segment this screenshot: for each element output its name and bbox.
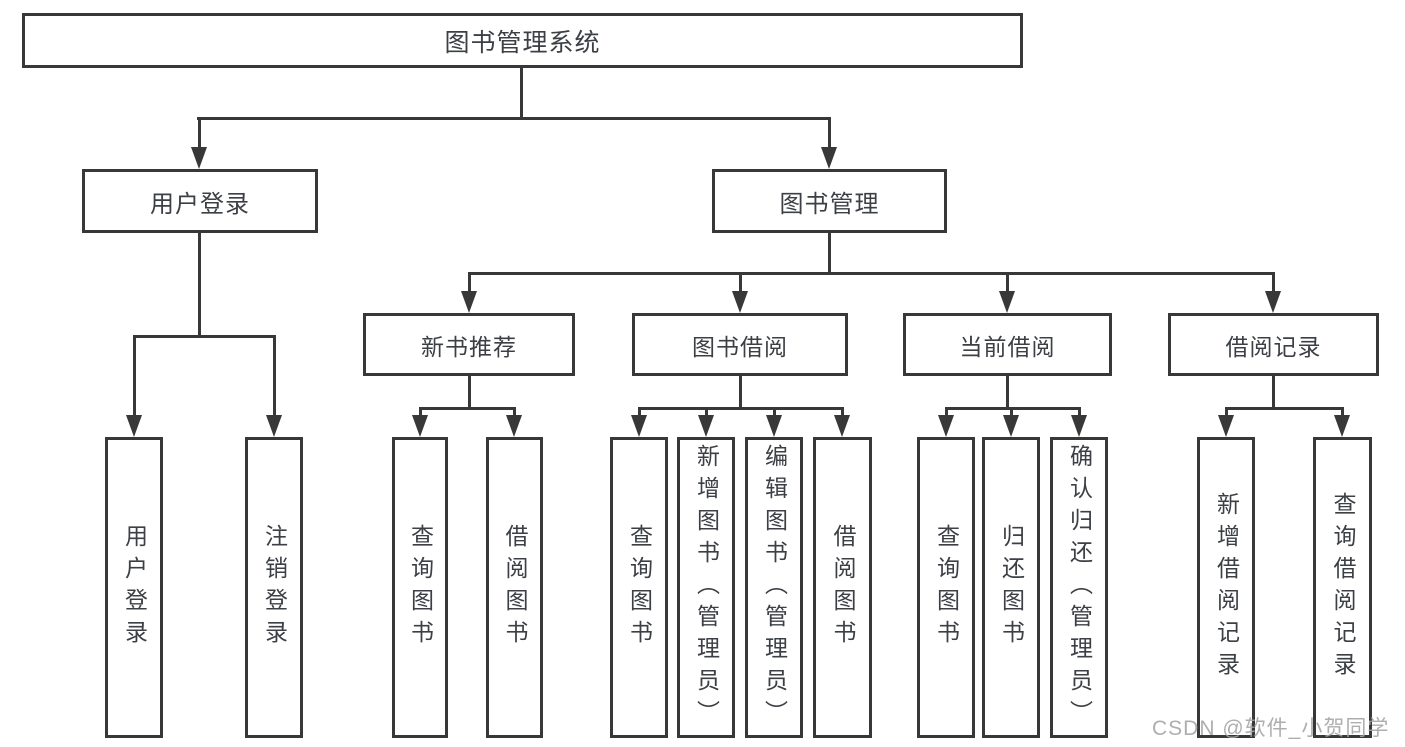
connector-hline — [419, 407, 516, 410]
node-label: 查询借阅记录 — [1330, 491, 1356, 684]
connector-vline — [1010, 408, 1013, 418]
arrow-down-icon — [766, 415, 782, 437]
connector-vline — [945, 408, 948, 418]
arrow-down-icon — [1003, 415, 1019, 437]
node-label: 新书推荐 — [421, 333, 517, 360]
leaf-node-return-books: 归还图书 — [982, 437, 1040, 738]
node-label: 新增图书（管理员） — [693, 443, 720, 732]
arrow-down-icon — [191, 147, 207, 169]
connector-hline — [1225, 407, 1344, 410]
node-label: 借阅图书 — [502, 523, 528, 652]
connector-vline — [419, 408, 422, 418]
csdn-watermark: CSDN @软件_小贺同学 — [1152, 717, 1390, 740]
node-label: 确认归还（管理员） — [1066, 443, 1093, 732]
node-label: 借阅图书 — [830, 523, 856, 652]
node-label: 借阅记录 — [1225, 333, 1322, 360]
connector-vline — [513, 408, 516, 418]
arrow-down-icon — [938, 415, 954, 437]
node-new-book-recommend: 新书推荐 — [363, 313, 575, 376]
node-label: 图书管理系统 — [444, 28, 601, 57]
node-label: 新增借阅记录 — [1213, 491, 1240, 684]
connector-hline — [638, 407, 844, 410]
connector-vline — [198, 233, 201, 337]
leaf-node-add-borrow-record: 新增借阅记录 — [1197, 437, 1255, 738]
node-label: 用户登录 — [121, 523, 148, 652]
connector-vline — [133, 336, 136, 419]
node-label: 图书借阅 — [692, 333, 788, 360]
connector-vline — [828, 118, 831, 150]
connector-hline — [468, 272, 1275, 275]
connector-vline — [520, 68, 523, 119]
arrow-down-icon — [1265, 291, 1281, 313]
arrow-down-icon — [631, 415, 647, 437]
connector-vline — [773, 408, 776, 418]
node-label: 注销登录 — [261, 523, 288, 652]
node-borrowing-records: 借阅记录 — [1168, 313, 1379, 376]
leaf-node-edit-books-admin: 编辑图书（管理员） — [745, 437, 803, 738]
arrow-down-icon — [999, 291, 1015, 313]
node-label: 用户登录 — [150, 190, 250, 218]
leaf-node-query-books: 查询图书 — [610, 437, 668, 738]
arrow-down-icon — [698, 415, 714, 437]
node-label: 图书管理 — [779, 190, 880, 218]
arrow-down-icon — [1218, 415, 1234, 437]
leaf-node-query-books: 查询图书 — [917, 437, 975, 738]
leaf-node-add-books-admin: 新增图书（管理员） — [677, 437, 735, 738]
leaf-node-logout: 注销登录 — [245, 437, 303, 738]
node-book-borrowing: 图书借阅 — [632, 313, 848, 376]
connector-vline — [739, 376, 742, 409]
arrow-down-icon — [834, 415, 850, 437]
leaf-node-borrow-books: 借阅图书 — [813, 437, 872, 738]
connector-vline — [638, 408, 641, 418]
node-label: 编辑图书（管理员） — [761, 443, 788, 732]
arrow-down-icon — [412, 415, 428, 437]
connector-vline — [1341, 408, 1344, 418]
connector-hline — [133, 335, 276, 338]
connector-vline — [1272, 273, 1275, 295]
leaf-node-query-borrow-record: 查询借阅记录 — [1313, 437, 1372, 738]
connector-vline — [1078, 408, 1081, 418]
node-book-management-branch: 图书管理 — [712, 169, 947, 233]
arrow-down-icon — [266, 415, 282, 437]
connector-vline — [1225, 408, 1228, 418]
node-user-login-branch: 用户登录 — [82, 169, 318, 233]
connector-vline — [828, 233, 831, 275]
connector-hline — [197, 117, 831, 120]
node-label: 当前借阅 — [959, 333, 1056, 360]
connector-vline — [1272, 376, 1275, 409]
arrow-down-icon — [1334, 415, 1350, 437]
connector-vline — [198, 118, 201, 150]
node-label: 查询图书 — [407, 523, 434, 652]
node-label: 归还图书 — [998, 523, 1025, 652]
connector-vline — [739, 273, 742, 295]
connector-vline — [841, 408, 844, 418]
arrow-down-icon — [461, 291, 477, 313]
arrow-down-icon — [506, 415, 522, 437]
node-label: 查询图书 — [626, 523, 653, 652]
leaf-node-user-login: 用户登录 — [105, 437, 163, 738]
leaf-node-confirm-return-admin: 确认归还（管理员） — [1050, 437, 1108, 738]
leaf-node-query-books: 查询图书 — [392, 437, 448, 738]
connector-vline — [1006, 273, 1009, 295]
connector-vline — [1006, 376, 1009, 409]
arrow-down-icon — [1071, 415, 1087, 437]
node-library-management-system: 图书管理系统 — [22, 13, 1023, 68]
connector-vline — [468, 273, 471, 295]
connector-vline — [468, 376, 471, 409]
arrow-down-icon — [126, 415, 142, 437]
connector-vline — [273, 336, 276, 419]
node-label: 查询图书 — [933, 523, 960, 652]
arrow-down-icon — [821, 147, 837, 169]
node-current-borrowing: 当前借阅 — [903, 313, 1112, 376]
connector-hline — [945, 407, 1081, 410]
arrow-down-icon — [732, 291, 748, 313]
connector-vline — [705, 408, 708, 418]
leaf-node-borrow-books: 借阅图书 — [486, 437, 543, 738]
